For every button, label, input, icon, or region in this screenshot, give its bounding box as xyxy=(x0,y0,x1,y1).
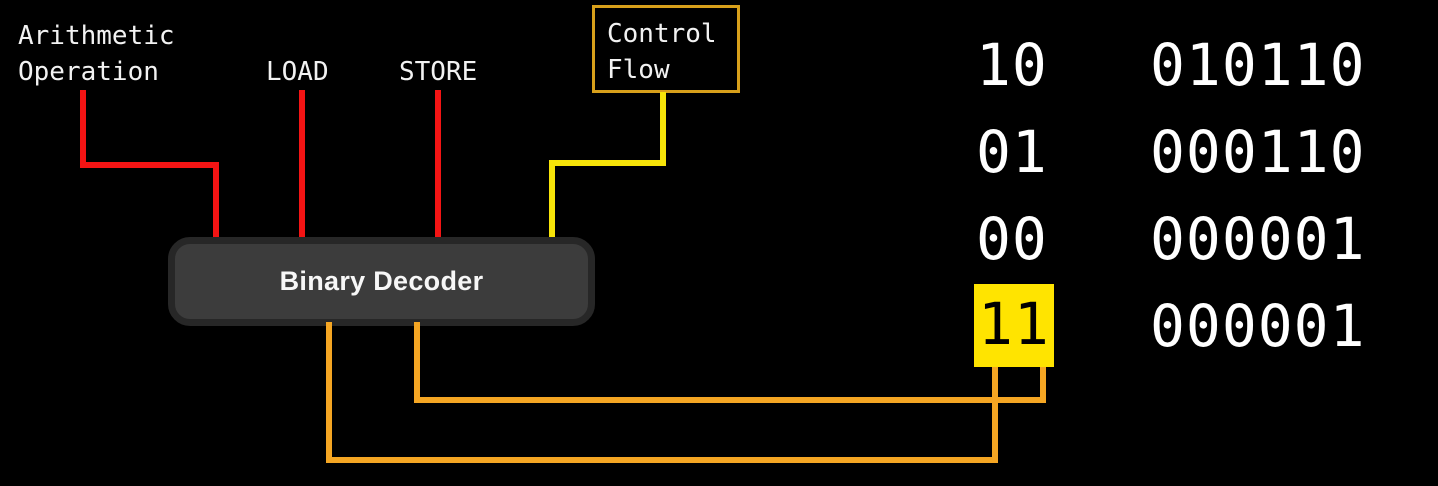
wire-output-a-horizontal xyxy=(414,397,1046,403)
label-load: LOAD xyxy=(266,57,329,87)
binary-decoder-node[interactable]: Binary Decoder xyxy=(168,237,595,326)
wire-control-flow-segment-vertical-1 xyxy=(660,92,666,166)
wire-arithmetic-segment-vertical-1 xyxy=(80,90,86,168)
wire-output-b-vertical-1 xyxy=(326,322,332,463)
wire-arithmetic-segment-vertical-2 xyxy=(213,162,219,242)
label-arithmetic-operation: Arithmetic Operation xyxy=(18,21,175,87)
wire-control-flow-segment-horizontal xyxy=(549,160,666,166)
opcode-value: 01 xyxy=(976,118,1048,186)
instruction-value: 000110 xyxy=(1150,118,1366,186)
instruction-value: 010110 xyxy=(1150,31,1366,99)
label-store: STORE xyxy=(399,57,478,87)
wire-output-b-vertical-2 xyxy=(992,366,998,461)
wire-output-a-vertical-1 xyxy=(414,322,420,403)
wire-load xyxy=(299,90,305,242)
wire-output-b-horizontal xyxy=(326,457,998,463)
binary-decoder-label: Binary Decoder xyxy=(279,266,484,296)
instruction-value: 000001 xyxy=(1150,205,1366,273)
label-control-flow: Control Flow xyxy=(607,19,717,85)
table-row-highlighted: 11 000001 xyxy=(974,284,1416,378)
opcode-value: 10 xyxy=(976,31,1048,99)
table-row: 00 000001 xyxy=(976,204,1416,291)
wire-output-a-vertical-2 xyxy=(1040,366,1046,401)
table-row: 01 000110 xyxy=(976,117,1416,204)
wire-arithmetic-segment-horizontal xyxy=(80,162,219,168)
opcode-value: 00 xyxy=(976,205,1048,273)
instruction-value: 000001 xyxy=(1150,292,1366,360)
control-flow-box: Control Flow xyxy=(592,5,740,93)
binary-lookup-table: 10 010110 01 000110 00 000001 11 000001 xyxy=(974,30,1416,378)
opcode-value-highlighted: 11 xyxy=(974,284,1054,367)
wire-control-flow-segment-vertical-2 xyxy=(549,160,555,242)
table-row: 10 010110 xyxy=(976,30,1416,117)
wire-store xyxy=(435,90,441,242)
